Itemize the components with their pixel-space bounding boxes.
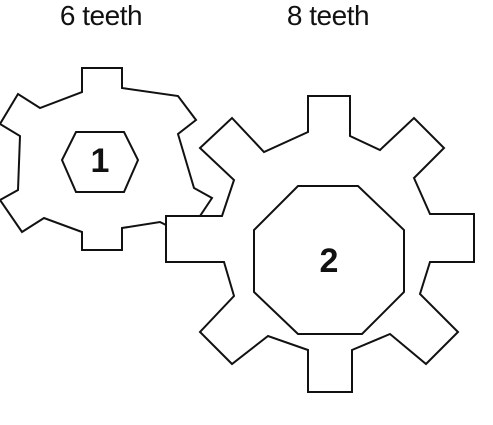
gear-1-number: 1 (91, 142, 110, 180)
gear-2-hub (253, 185, 405, 335)
gear-2-caption: 8 teeth (286, 0, 370, 31)
gear-2-number: 2 (320, 242, 339, 280)
gear-1-hub (60, 131, 140, 193)
gear-1-caption: 6 teeth (59, 0, 143, 31)
